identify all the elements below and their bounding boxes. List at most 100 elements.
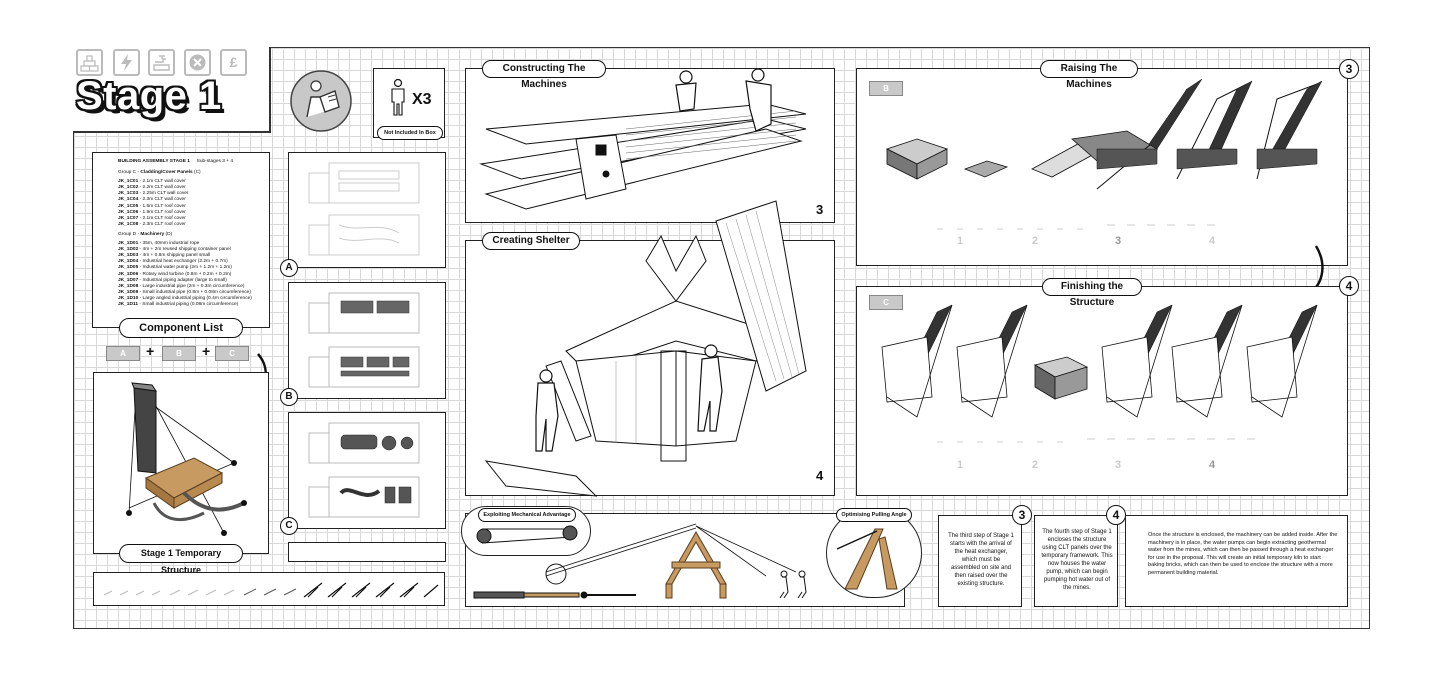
list-heading: BUILDING ASSEMBLY STAGE 1 Sub-stages 3 +… bbox=[118, 159, 269, 165]
item-code: JK_1D05 bbox=[118, 265, 139, 271]
group-d-header: Group D - Machinery (D) bbox=[118, 232, 269, 238]
truck-label-b: B bbox=[280, 388, 298, 406]
group-name: Machinery bbox=[140, 231, 165, 237]
group-suffix: (D) bbox=[165, 231, 173, 237]
temporary-structure-label: Stage 1 Temporary Structure bbox=[119, 544, 243, 575]
list-item: JK_1C08 - 2.3m CLT roof cover bbox=[118, 222, 269, 228]
item-description: - Industrial water pump (2m + 1.2m + 1.2… bbox=[138, 265, 232, 271]
item-description: - Small industrial pipe (0.8m + 0.08m ci… bbox=[138, 289, 251, 295]
shelter-label: Creating Shelter bbox=[482, 232, 580, 250]
note-step-3: The third step of Stage 1 starts with th… bbox=[938, 515, 1022, 607]
item-description: - Rotary wind turbine (0.8m + 0.2m + 0.2… bbox=[138, 271, 232, 277]
finishing-panel: C 1 2 3 4 bbox=[856, 286, 1348, 496]
note-step-3-number: 3 bbox=[1012, 505, 1032, 525]
item-description: - 2.25m CLT wall cover bbox=[138, 191, 189, 197]
list-item: JK_1C07 - 2.1m CLT roof cover bbox=[118, 216, 269, 222]
list-item: JK_1D04 - Industrial heat exchanger (2.2… bbox=[118, 259, 269, 265]
finishing-step-3: 3 bbox=[1115, 459, 1122, 471]
truck-panel-b bbox=[288, 282, 446, 399]
tab-a: A bbox=[106, 346, 140, 361]
notch-border bbox=[73, 131, 270, 133]
list-heading-text: BUILDING ASSEMBLY STAGE 1 bbox=[118, 159, 190, 164]
page-title: Stage 1 bbox=[76, 74, 222, 118]
raising-step-1: 1 bbox=[957, 235, 964, 247]
list-item: JK_1D06 - Rotary wind turbine (0.8m + 0.… bbox=[118, 272, 269, 278]
list-item: JK_1D08 - Large industrial pipe (2m + 0.… bbox=[118, 284, 269, 290]
raising-step-number: 3 bbox=[1339, 59, 1359, 79]
shelter-step-number: 4 bbox=[816, 468, 824, 483]
list-item: JK_1D07 - Industrial piping adapter (lar… bbox=[118, 278, 269, 284]
finishing-step-number: 4 bbox=[1339, 276, 1359, 296]
finishing-step-4: 4 bbox=[1209, 459, 1216, 471]
item-code: JK_1D11 bbox=[118, 301, 139, 307]
timeline-drawing bbox=[103, 582, 439, 598]
finishing-drawing bbox=[881, 304, 1318, 443]
item-code: JK_1C04 bbox=[118, 197, 139, 203]
item-code: JK_1D01 bbox=[118, 241, 139, 247]
raising-drawing bbox=[885, 78, 1323, 230]
finishing-label: Finishing the Structure bbox=[1042, 278, 1142, 308]
group-name: Cladding/Cover Panels bbox=[140, 170, 193, 176]
shelter-panel bbox=[465, 200, 835, 497]
item-code: JK_1C06 bbox=[118, 209, 139, 215]
item-description: - 1.6m CLT roof cover bbox=[138, 203, 186, 209]
list-item: JK_1C04 - 2.3m CLT wall cover bbox=[118, 197, 269, 203]
pulley-drawing bbox=[476, 525, 578, 544]
item-code: JK_1D08 bbox=[118, 283, 139, 289]
tab-b: B bbox=[162, 346, 196, 361]
item-description: - Large industrial pipe (2m + 0.3m circu… bbox=[138, 283, 245, 289]
list-item: JK_1C01 - 2.1m CLT wall cover bbox=[118, 179, 269, 185]
plus-sign: + bbox=[202, 343, 211, 359]
people-note: Not Included In Box bbox=[377, 126, 443, 140]
list-item: JK_1C02 - 2.2m CLT wall cover bbox=[118, 185, 269, 191]
note-step-3-text: The third step of Stage 1 starts with th… bbox=[948, 533, 1014, 587]
cross-circle-icon bbox=[184, 49, 211, 76]
list-item: JK_1D11 - Small industrial piping (0.08m… bbox=[118, 302, 269, 308]
raising-label: Raising The Machines bbox=[1040, 60, 1138, 90]
pound-icon: £ bbox=[220, 49, 247, 76]
raising-step-2: 2 bbox=[1032, 235, 1039, 247]
item-description: - 2.2m CLT wall cover bbox=[138, 185, 186, 191]
item-code: JK_1D10 bbox=[118, 295, 139, 301]
timeline-strip bbox=[93, 572, 445, 606]
mechanical-right-label: Optimising Pulling Angle bbox=[836, 508, 912, 522]
item-description: - 4m + 2m reused shipping container pane… bbox=[138, 247, 231, 253]
constructing-step-number: 3 bbox=[816, 202, 824, 217]
tap-icon bbox=[148, 49, 175, 76]
mechanical-zoom-right bbox=[826, 508, 922, 598]
item-description: - 35m, 40mm industrial rope bbox=[138, 241, 200, 247]
tab-c-finishing: C bbox=[869, 295, 903, 310]
note-step-4-text: The fourth step of Stage 1 encloses the … bbox=[1041, 529, 1113, 591]
item-code: JK_1D02 bbox=[118, 247, 139, 253]
lightning-icon bbox=[113, 49, 140, 76]
bricks-icon bbox=[76, 49, 103, 76]
group-label: Group D - bbox=[118, 231, 140, 237]
reading-person-icon bbox=[290, 70, 352, 132]
empty-strip-panel bbox=[288, 542, 446, 562]
truck-panel-a bbox=[288, 152, 446, 268]
list-item: JK_1D03 - 4m + 0.8m shipping panel small bbox=[118, 253, 269, 259]
truck-drawing-c bbox=[308, 422, 420, 518]
raising-panel: B 1 2 bbox=[856, 68, 1348, 266]
truck-drawing-b bbox=[308, 292, 420, 388]
tab-b-raising: B bbox=[869, 81, 903, 96]
person-icon bbox=[391, 78, 405, 116]
plus-sign: + bbox=[146, 343, 155, 359]
note-step-4-number: 4 bbox=[1106, 505, 1126, 525]
group-suffix: (C) bbox=[194, 170, 201, 176]
tab-c: C bbox=[215, 346, 249, 361]
item-description: - 2.3m CLT wall cover bbox=[138, 197, 186, 203]
component-list-panel bbox=[92, 152, 270, 328]
item-code: JK_1C05 bbox=[118, 203, 139, 209]
list-item: JK_1C05 - 1.6m CLT roof cover bbox=[118, 204, 269, 210]
shelter-drawing bbox=[484, 200, 807, 497]
component-list-label: Component List bbox=[119, 318, 243, 338]
item-description: - Industrial piping adapter (large to sm… bbox=[138, 277, 227, 283]
item-description: - 4m + 0.8m shipping panel small bbox=[138, 253, 211, 259]
item-description: - 2.1m CLT roof cover bbox=[138, 215, 186, 221]
temporary-structure-drawing bbox=[126, 382, 247, 536]
item-code: JK_1C03 bbox=[118, 191, 139, 197]
item-code: JK_1C02 bbox=[118, 185, 139, 191]
